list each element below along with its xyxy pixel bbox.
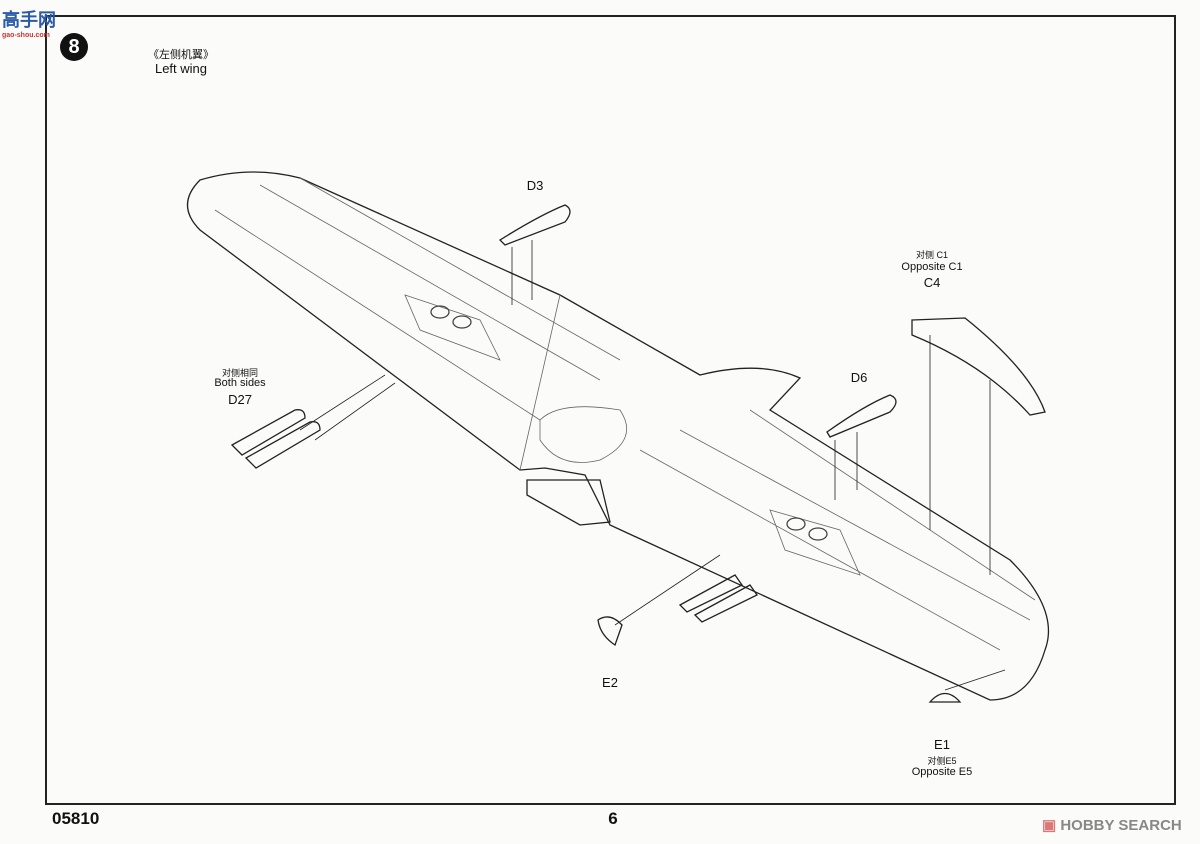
part-e2	[597, 616, 623, 647]
label-c4: C4	[923, 275, 941, 290]
hobby-search-logo: ▣ HOBBY SEARCH	[1042, 817, 1182, 834]
panel-lines	[214, 177, 1036, 651]
step-title-cn: 《左侧机翼》	[148, 49, 214, 61]
kit-number: 05810	[52, 809, 100, 828]
page-number: 6	[608, 809, 618, 828]
label-d27: D27	[228, 392, 252, 407]
label-d27-cn: 对侧相同	[221, 368, 259, 378]
guide-lines	[299, 240, 1006, 691]
label-d3: D3	[526, 178, 544, 193]
wing-outline	[186, 171, 1049, 701]
label-e1: E1	[934, 737, 950, 752]
step-title-en: Left wing	[154, 61, 208, 76]
step-number: 8	[60, 33, 88, 61]
part-e1	[928, 692, 962, 703]
part-d3	[498, 204, 571, 246]
hobby-search-icon: ▣	[1042, 817, 1061, 834]
part-c4	[911, 317, 1046, 416]
part-flap	[526, 479, 611, 526]
label-d6: D6	[850, 370, 868, 385]
part-d6	[826, 394, 897, 438]
part-d27	[230, 409, 758, 623]
label-e1-cn: 对侧E5	[927, 756, 957, 766]
label-e1-en: Opposite E5	[911, 766, 973, 778]
label-e2: E2	[602, 675, 618, 690]
page-frame	[45, 15, 1176, 805]
label-c4-en: Opposite C1	[901, 261, 963, 273]
label-c4-cn: 对侧 C1	[915, 250, 949, 260]
label-d27-en: Both sides	[214, 377, 266, 389]
